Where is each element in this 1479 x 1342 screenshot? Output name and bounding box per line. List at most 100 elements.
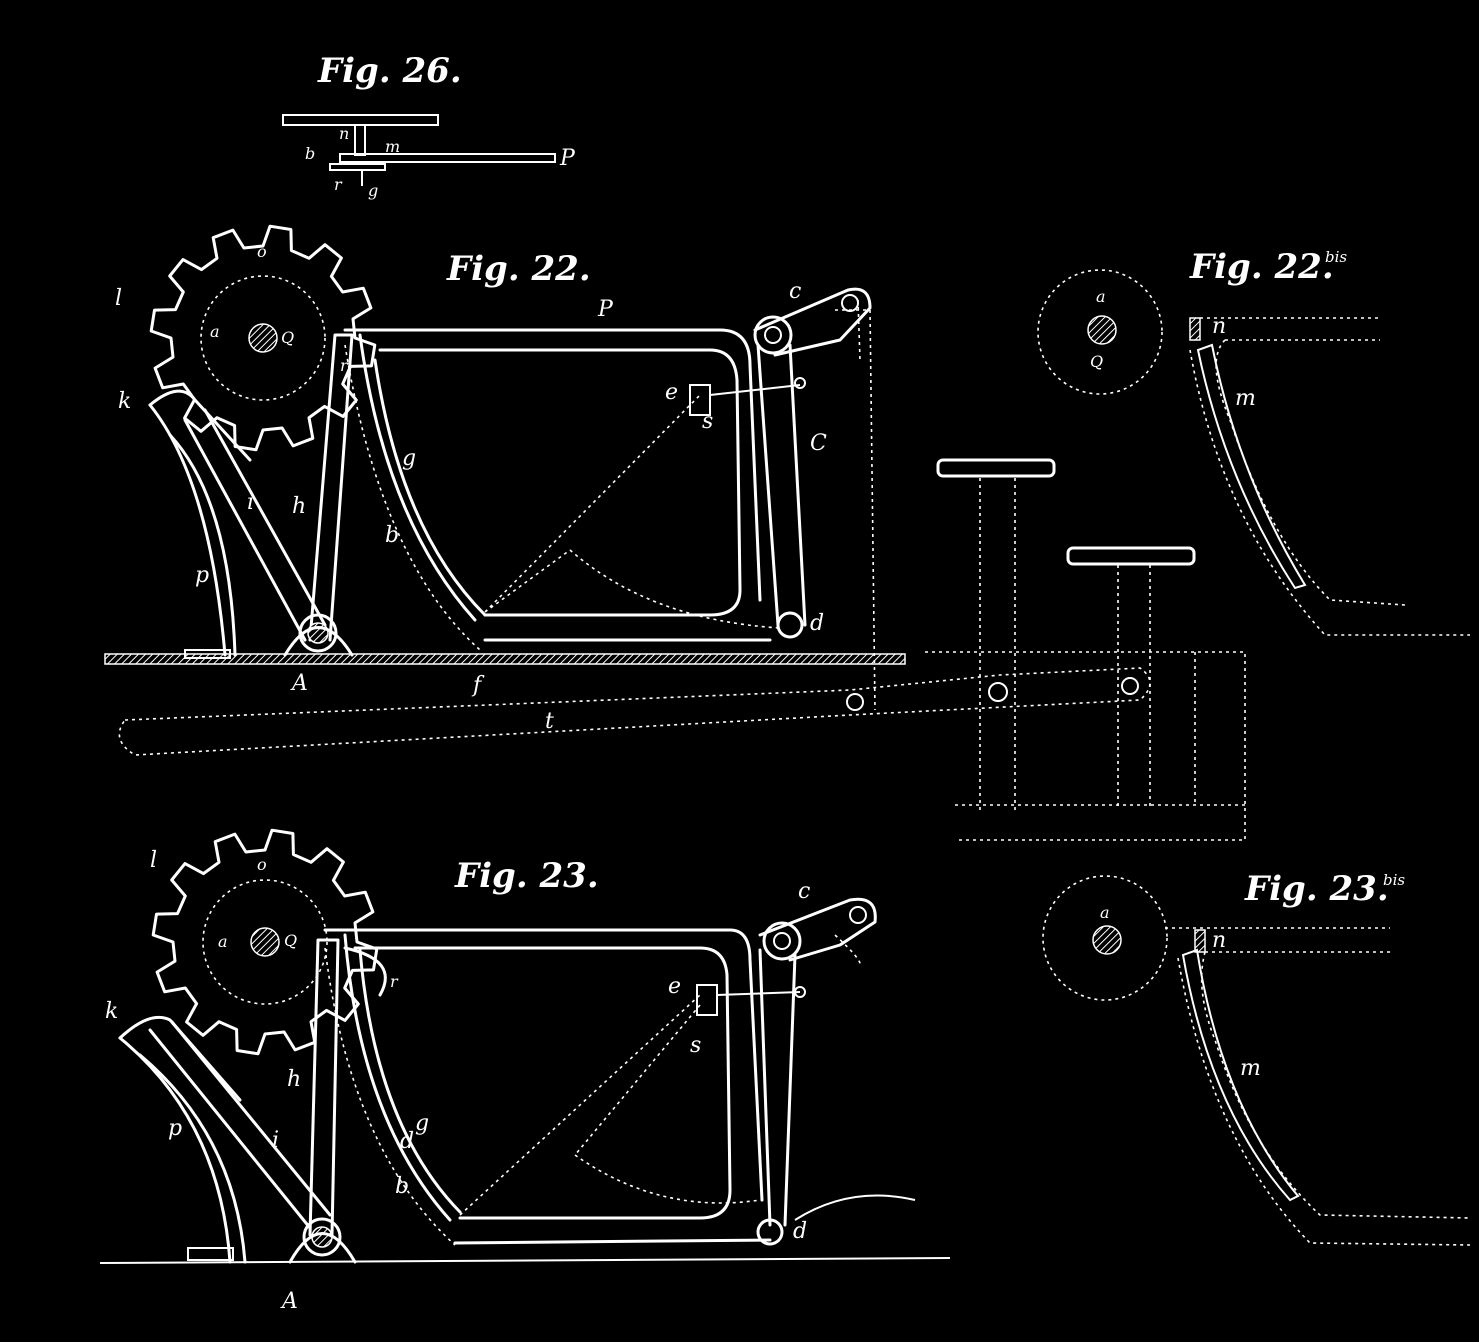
fig23-frame-arc-g: [343, 933, 462, 1222]
figure-23: Fig. 23. l o a Q: [99, 828, 951, 1314]
fig22-pivot-c: [753, 315, 793, 355]
fig23bis-label-a: a: [1100, 903, 1110, 922]
fig23-label-r: r: [390, 972, 399, 991]
fig23-dotted-arc-b: [324, 947, 456, 1246]
fig26-label-P: P: [559, 146, 576, 171]
fig23-label-d2: d: [793, 1219, 807, 1244]
fig22-screw-block-e: [689, 384, 711, 416]
fig22-label-t: t: [545, 709, 554, 734]
fig22-label-o: o: [257, 242, 267, 261]
fig23bis-sup: bis: [1383, 871, 1405, 889]
fig22-treadle-pin-1: [846, 693, 864, 711]
fig22-foot-block: [184, 649, 231, 659]
fig22-gear-wheel: [149, 224, 377, 452]
fig23-dotted-curve: [574, 1154, 761, 1204]
fig23-screw-rod: [716, 991, 801, 996]
fig23-pivot-bracket: [288, 1232, 357, 1264]
fig22-base-plate: [104, 653, 906, 665]
fig22-lever-C: [756, 343, 807, 627]
fig22-gear-pitch-circle: [200, 275, 326, 401]
fig23-pivot-A-pin: [311, 1226, 333, 1248]
fig23bis-dotted-wheel: [1042, 875, 1168, 1001]
fig23-inner-window: [353, 946, 732, 1220]
fig23-label-s: s: [690, 1033, 701, 1058]
fig22bis-block-n: [1189, 317, 1201, 341]
fig23-screw-block-e: [696, 984, 718, 1016]
fig22-label-k: k: [118, 389, 131, 414]
fig23-curve-right: [794, 1194, 916, 1221]
fig23-label-h: h: [287, 1067, 301, 1092]
fig23-dotted-lines: [459, 994, 701, 1216]
fig22-post-h: [308, 333, 354, 642]
fig22-label-l: l: [115, 286, 122, 311]
fig22-inner-window: [378, 348, 742, 617]
fig22-label-e: e: [665, 380, 678, 405]
fig22-title: Fig. 22.: [446, 249, 591, 289]
fig22bis-dotted-wheel: [1037, 269, 1163, 395]
fig23bis-dotted-frame-top: [1165, 927, 1390, 953]
fig23bis-label-n: n: [1212, 928, 1226, 953]
fig22-axle-Q: [248, 323, 278, 353]
fig22-crank-c: [753, 287, 872, 357]
fig23-label-k: k: [105, 999, 118, 1024]
fig23-label-Q: Q: [284, 931, 297, 950]
fig22-pedal-1-stem: [979, 478, 1016, 810]
fig23bis-dotted-outer: [1177, 957, 1471, 1246]
fig22-support-p-inner: [168, 433, 237, 657]
fig23-pivot-c: [762, 921, 802, 961]
fig23-arm-i: [148, 1020, 332, 1230]
fig22bis-label-a: a: [1096, 287, 1106, 306]
fig22bis-arc-m: [1196, 343, 1307, 590]
fig22-label-i: i: [247, 490, 254, 515]
fig23-pivot-d: [756, 1218, 784, 1246]
fig23-hook-r: [343, 946, 387, 997]
figure-26: Fig. 26. n m b P r g: [282, 51, 576, 200]
fig23-label-A: A: [280, 1289, 298, 1314]
fig22-label-h: h: [292, 494, 306, 519]
fig22-support-p: [148, 403, 227, 657]
fig22-label-Q: Q: [281, 328, 294, 347]
fig22bis-axle: [1087, 315, 1117, 345]
fig22-dotted-crank-rod: [835, 299, 876, 711]
fig23-label-l: l: [150, 848, 157, 873]
fig22bis-dotted-inner: [1215, 339, 1406, 606]
fig22bis-label-n: n: [1212, 314, 1226, 339]
figure-23-bis: Fig. 23. bis a n m: [1042, 869, 1471, 1246]
fig22-pedal-2-cap: [1066, 546, 1196, 566]
fig23-lever: [758, 948, 797, 1227]
fig23-label-e: e: [668, 974, 681, 999]
fig22bis-sup: bis: [1325, 248, 1347, 266]
fig22-dotted-arc-b: [344, 344, 481, 651]
fig23-pivot-c-inner: [773, 932, 791, 950]
fig22-label-P: P: [597, 297, 614, 322]
fig23-label-g: g: [415, 1111, 429, 1136]
fig22-label-g: g: [402, 446, 416, 471]
fig22bis-dotted-outer: [1189, 349, 1470, 636]
fig22-label-c: c: [789, 279, 801, 304]
fig26-lever-p: [339, 153, 556, 163]
fig22-label-C: C: [810, 431, 827, 456]
fig22-treadle-pin-2: [988, 682, 1008, 702]
fig26-post-n: [354, 124, 366, 156]
fig22-pawl-k: [148, 389, 252, 462]
fig23bis-dotted-inner: [1200, 951, 1471, 1219]
fig23-label-c: c: [798, 879, 810, 904]
fig22-label-p: p: [195, 563, 209, 588]
fig23-post-h: [308, 938, 340, 1237]
fig26-label-b: b: [305, 144, 315, 163]
fig23-pawl-k: [118, 1015, 242, 1102]
fig23-label-b: b: [395, 1174, 409, 1199]
fig22-frame-arc-g: [358, 333, 487, 622]
fig23-axle-Q: [250, 927, 280, 957]
fig23-label-a: a: [218, 932, 228, 951]
fig23-frame-top: [323, 928, 764, 1202]
fig26-title: Fig. 26.: [317, 51, 462, 91]
fig22-label-b: b: [385, 523, 399, 548]
fig22-pivot-c-inner: [764, 326, 782, 344]
fig23-title: Fig. 23.: [454, 856, 599, 896]
fig22-label-a: a: [210, 322, 220, 341]
fig22bis-label-Q: Q: [1090, 352, 1103, 371]
fig26-base-r: [329, 163, 386, 171]
figure-22: Fig. 22.: [104, 224, 1246, 841]
